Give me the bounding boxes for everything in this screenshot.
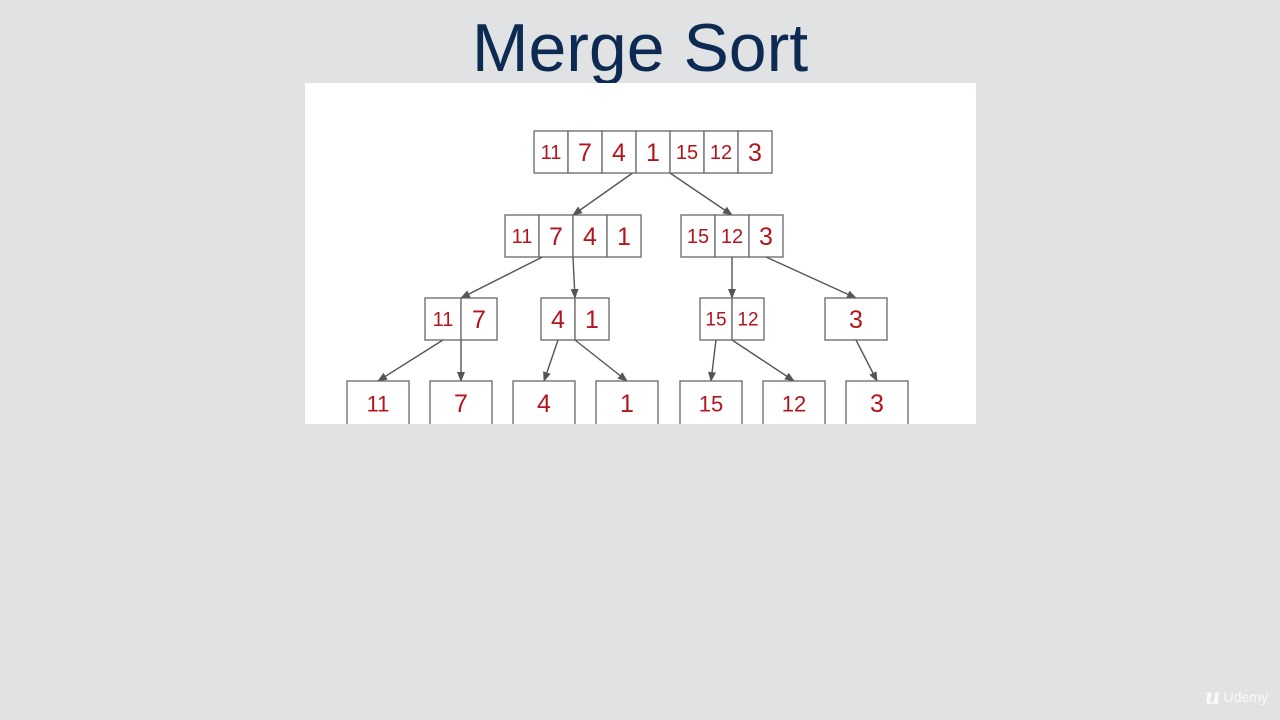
array-cell	[346, 380, 410, 424]
array-cell	[538, 214, 574, 258]
array-cell-value: 1	[617, 223, 631, 251]
array-node-level-3: 7	[429, 380, 493, 424]
array-cell-value: 12	[782, 392, 806, 417]
array-cell	[703, 130, 739, 174]
array-cell-value: 1	[646, 139, 660, 167]
tree-edge-arrow	[855, 339, 878, 382]
array-node-level-1: 15 12 3	[680, 214, 784, 258]
tree-edge-arrow	[460, 256, 543, 299]
tree-edge-arrow	[377, 339, 444, 382]
array-cell-value: 4	[583, 223, 597, 251]
array-cell	[572, 214, 608, 258]
tree-edge-arrow	[669, 172, 733, 216]
array-cell	[824, 297, 888, 341]
array-cell	[748, 214, 784, 258]
array-cell-value: 7	[549, 223, 563, 251]
array-cell-value: 15	[699, 392, 723, 417]
array-cell-value: 12	[737, 310, 758, 331]
array-cell	[762, 380, 826, 424]
array-node-level-3: 11	[346, 380, 410, 424]
array-cell-value: 3	[870, 390, 884, 418]
tree-edge-arrow	[731, 339, 795, 382]
tree-edge-arrow	[543, 339, 559, 382]
array-cell	[679, 380, 743, 424]
tree-edge-arrow	[708, 339, 717, 382]
array-cell	[512, 380, 576, 424]
array-cell-value: 7	[472, 306, 486, 334]
array-cell-value: 1	[620, 390, 634, 418]
array-node-level-3: 15	[679, 380, 743, 424]
array-cell-value: 3	[759, 223, 773, 251]
array-cell-value: 15	[687, 226, 709, 248]
array-cell-value: 4	[612, 139, 626, 167]
array-cell-value: 3	[748, 139, 762, 167]
array-cell	[680, 214, 716, 258]
array-cell-value: 4	[551, 306, 565, 334]
array-node-level-3: 12	[762, 380, 826, 424]
array-cell	[731, 297, 765, 341]
array-cell-value: 11	[367, 392, 390, 417]
array-node-level-3: 4	[512, 380, 576, 424]
array-cell	[574, 297, 610, 341]
array-node-level-2: 11 7	[424, 297, 498, 341]
array-node-level-3: 1	[595, 380, 659, 424]
array-node-level-2: 3	[824, 297, 888, 341]
array-cell	[635, 130, 671, 174]
array-cell	[595, 380, 659, 424]
array-cell	[540, 297, 576, 341]
array-cell-value: 12	[721, 226, 743, 248]
array-cell-value: 7	[454, 390, 468, 418]
udemy-logo-icon: u	[1204, 684, 1221, 710]
tree-edge-arrow	[765, 256, 857, 299]
array-cell	[737, 130, 773, 174]
array-cell	[601, 130, 637, 174]
array-node-level-3: 3	[845, 380, 909, 424]
array-cell-value: 12	[710, 142, 732, 164]
array-cell	[504, 214, 540, 258]
array-cell-value: 3	[849, 306, 863, 334]
array-cell-value: 11	[541, 142, 562, 164]
array-cell	[460, 297, 498, 341]
array-cell-value: 11	[512, 226, 533, 248]
array-cell-value: 1	[585, 306, 599, 334]
tree-edge-arrow	[574, 339, 628, 382]
slide-title: Merge Sort	[471, 10, 809, 86]
tree-edge-arrow	[572, 172, 634, 216]
watermark-text: Udemy	[1223, 689, 1268, 705]
tree-edge-arrow	[570, 256, 579, 299]
array-cell	[845, 380, 909, 424]
array-cell-value: 11	[433, 309, 454, 331]
tree-edges	[377, 172, 878, 382]
array-cell	[429, 380, 493, 424]
array-cell-value: 4	[537, 390, 551, 418]
udemy-watermark: u Udemy	[1205, 686, 1268, 708]
array-cell	[424, 297, 462, 341]
array-cell	[606, 214, 642, 258]
array-cell-value: 7	[578, 139, 592, 167]
array-cell-value: 15	[705, 310, 726, 331]
array-cell-value: 15	[676, 142, 698, 164]
